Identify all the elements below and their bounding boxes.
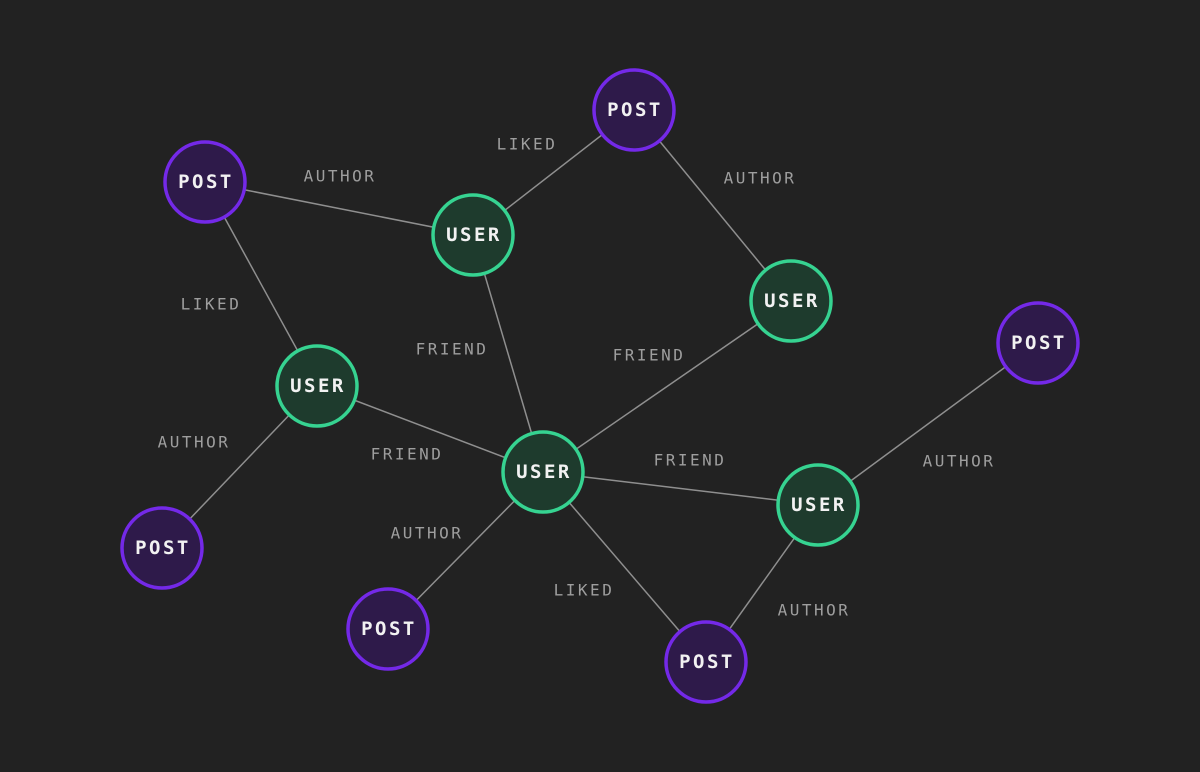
node-label: USER [290, 375, 346, 397]
graph-node-user[interactable]: USER [275, 344, 359, 428]
graph-edge-author[interactable] [817, 342, 1039, 506]
node-label: POST [1011, 332, 1067, 354]
user-node-circle[interactable] [776, 463, 860, 547]
node-label: POST [135, 537, 191, 559]
edge-label-liked: LIKED [497, 135, 558, 154]
post-node-circle[interactable] [163, 140, 247, 224]
graph-edge-friend[interactable] [542, 300, 792, 473]
graph-edge-author[interactable] [204, 181, 474, 236]
node-label: USER [791, 494, 847, 516]
graph-node-user[interactable]: USER [749, 259, 833, 343]
edge-label-friend: FRIEND [371, 445, 444, 464]
node-label: USER [764, 290, 820, 312]
graph-node-post[interactable]: POST [592, 68, 676, 152]
graph-node-user[interactable]: USER [776, 463, 860, 547]
edge-label-liked: LIKED [181, 295, 242, 314]
edge-label-friend: FRIEND [654, 451, 727, 470]
graph-edge-friend[interactable] [542, 471, 819, 506]
edge-label-author: AUTHOR [158, 433, 231, 452]
post-node-circle[interactable] [120, 506, 204, 590]
node-label: POST [361, 618, 417, 640]
graph-node-post[interactable]: POST [664, 620, 748, 704]
post-node-circle[interactable] [664, 620, 748, 704]
post-node-circle[interactable] [996, 301, 1080, 385]
user-node-circle[interactable] [275, 344, 359, 428]
node-label: USER [516, 461, 572, 483]
node-label: POST [178, 171, 234, 193]
user-node-circle[interactable] [431, 193, 515, 277]
edge-label-author: AUTHOR [304, 167, 377, 186]
edge-label-liked: LIKED [554, 581, 615, 600]
graph-node-post[interactable]: POST [163, 140, 247, 224]
post-node-circle[interactable] [592, 68, 676, 152]
graph-node-user[interactable]: USER [501, 430, 585, 514]
edge-label-friend: FRIEND [613, 346, 686, 365]
post-node-circle[interactable] [346, 587, 430, 671]
edge-label-author: AUTHOR [724, 169, 797, 188]
graph-node-user[interactable]: USER [431, 193, 515, 277]
edge-label-author: AUTHOR [778, 601, 851, 620]
graph-node-post[interactable]: POST [996, 301, 1080, 385]
node-label: POST [607, 99, 663, 121]
user-node-circle[interactable] [501, 430, 585, 514]
edge-label-author: AUTHOR [923, 452, 996, 471]
node-label: USER [446, 224, 502, 246]
user-node-circle[interactable] [749, 259, 833, 343]
graph-node-post[interactable]: POST [120, 506, 204, 590]
edge-label-friend: FRIEND [416, 340, 489, 359]
edge-label-author: AUTHOR [391, 524, 464, 543]
graph-node-post[interactable]: POST [346, 587, 430, 671]
node-label: POST [679, 651, 735, 673]
